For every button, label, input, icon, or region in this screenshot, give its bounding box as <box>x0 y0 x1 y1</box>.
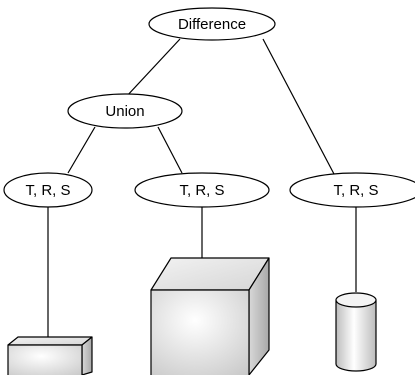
cube-front-face <box>150 289 250 375</box>
edge-difference-union <box>124 38 181 99</box>
flat-box-front-face <box>7 344 83 375</box>
tree-edges <box>47 38 357 338</box>
node-leaf-2-label: T, R, S <box>179 182 224 199</box>
node-leaf-1: T, R, S <box>3 172 93 208</box>
edge-difference-leaf3 <box>262 38 335 175</box>
node-union-label: Union <box>105 103 144 120</box>
node-leaf-3-label: T, R, S <box>333 182 378 199</box>
flat-box-object <box>7 336 93 375</box>
cylinder-object <box>335 292 377 372</box>
node-leaf-2: T, R, S <box>134 172 270 208</box>
cylinder-body <box>335 299 377 372</box>
node-difference: Difference <box>148 7 276 41</box>
node-leaf-1-label: T, R, S <box>25 182 70 199</box>
edge-union-leaf2 <box>157 126 183 174</box>
node-union: Union <box>67 93 183 129</box>
node-difference-label: Difference <box>178 16 246 33</box>
edge-union-leaf1 <box>67 126 96 174</box>
flat-box-top-face <box>7 336 93 346</box>
cube-object <box>150 257 270 375</box>
node-leaf-3: T, R, S <box>289 172 415 208</box>
cylinder-top <box>335 292 377 308</box>
